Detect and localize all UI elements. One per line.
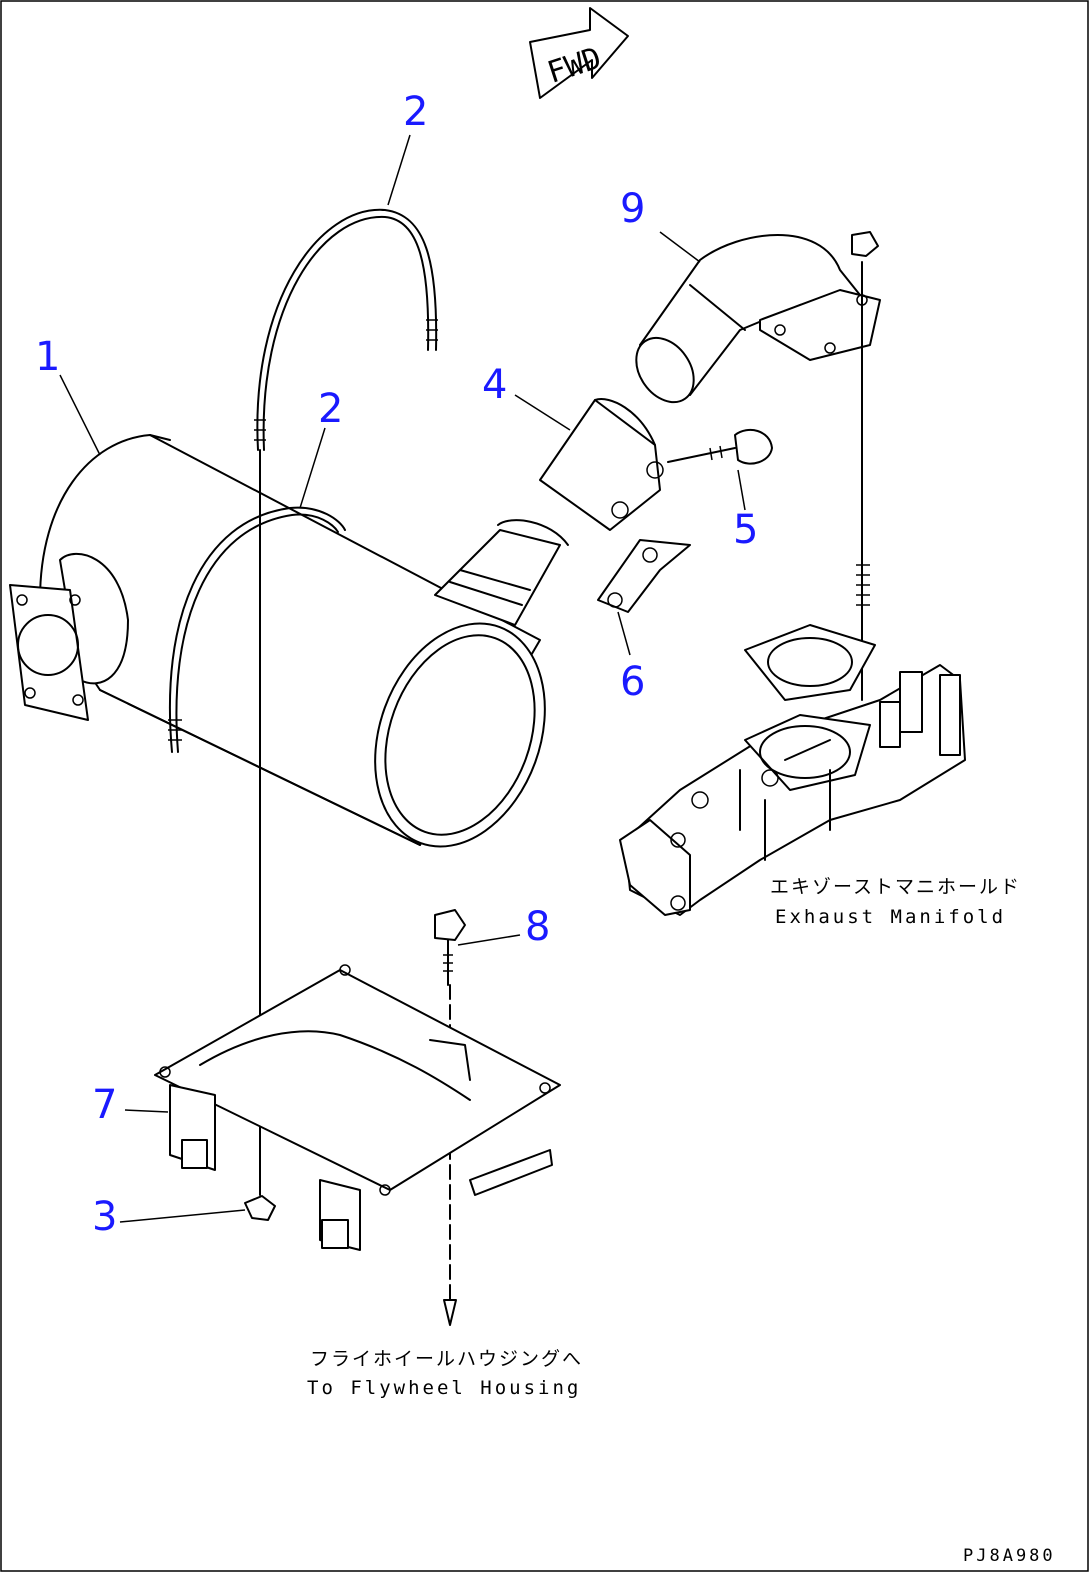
callout-5: 5 — [733, 507, 758, 553]
drawing-code: PJ8A980 — [963, 1546, 1056, 1566]
callout-7: 7 — [92, 1082, 117, 1128]
callout-3: 3 — [92, 1194, 117, 1240]
callout-1: 1 — [35, 334, 60, 380]
callout-2-upper: 2 — [403, 89, 428, 135]
nut-small — [244, 1195, 276, 1221]
leader-lines — [59, 134, 746, 1223]
flywheel-housing-label-en: To Flywheel Housing — [307, 1377, 581, 1399]
exhaust-manifold — [619, 664, 966, 916]
clamp — [539, 398, 664, 531]
nut — [851, 231, 879, 701]
elbow-pipe — [635, 234, 881, 404]
callout-2-lower: 2 — [318, 386, 343, 432]
exhaust-manifold-label-jp: エキゾーストマニホールド — [770, 876, 1021, 898]
callout-6: 6 — [620, 659, 645, 705]
flywheel-housing-label-jp: フライホイールハウジングへ — [310, 1348, 583, 1370]
forward-arrow-icon: FWD — [529, 7, 629, 99]
muffler-bracket — [154, 964, 561, 1251]
callout-4: 4 — [482, 362, 507, 408]
clamp-half — [597, 539, 691, 613]
callout-8: 8 — [525, 904, 550, 950]
gasket — [744, 624, 876, 701]
callout-9: 9 — [620, 186, 645, 232]
u-bolt-lower — [168, 506, 346, 753]
exhaust-manifold-label-en: Exhaust Manifold — [775, 906, 1006, 928]
u-bolt-upper — [254, 208, 438, 451]
clamp-bolt — [667, 428, 773, 465]
muffler — [9, 434, 569, 848]
